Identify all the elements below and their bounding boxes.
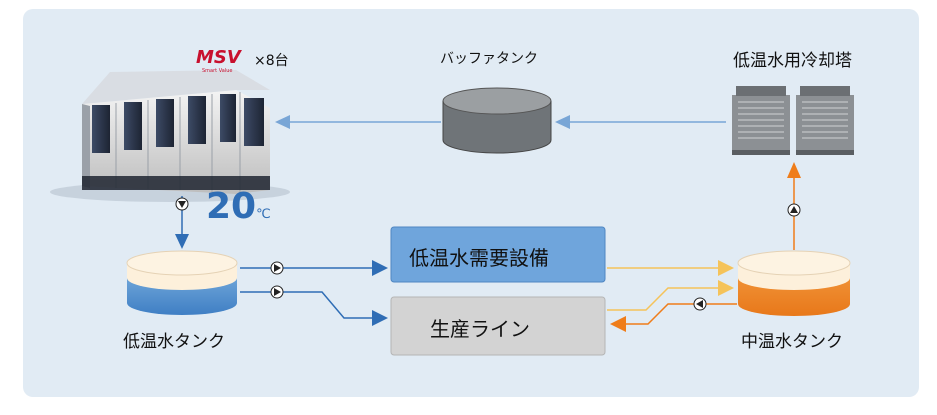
svg-text:Smart Value: Smart Value	[202, 68, 232, 74]
chiller-count-label: ×8台	[254, 53, 289, 69]
pump-icon	[270, 261, 284, 275]
flow-arrow-demand-to-mid-tank	[607, 260, 734, 276]
svg-text:MSV: MSV	[196, 47, 243, 68]
temperature-value: 20	[206, 186, 257, 227]
mid-temp-tank-label: 中温水タンク	[741, 332, 843, 352]
cooling-tower-image	[732, 86, 854, 155]
pump-icon	[787, 203, 801, 217]
demand-equipment-label: 低温水需要設備	[409, 246, 549, 270]
outlet-temperature: 20℃	[206, 186, 271, 227]
pump-icon	[693, 297, 707, 311]
buffer-tank-label: バッファタンク	[440, 51, 538, 67]
flow-arrow-buffer-to-chiller	[275, 115, 441, 129]
mid-temp-tank-shape	[737, 250, 851, 316]
temperature-unit: ℃	[256, 207, 271, 222]
pump-icon	[270, 285, 284, 299]
production-line-label: 生産ライン	[430, 317, 530, 341]
production-line-box	[390, 296, 606, 356]
flow-arrow-low-tank-to-demand	[240, 260, 388, 276]
flow-arrow-low-tank-to-production	[240, 291, 388, 326]
buffer-tank-shape	[442, 87, 552, 154]
pump-icon	[175, 197, 189, 211]
chiller-unit-image	[50, 70, 290, 202]
msv-logo: MSV Smart Value	[196, 47, 243, 74]
low-temp-tank-label: 低温水タンク	[123, 332, 225, 352]
flow-arrow-mid-tank-to-production	[610, 303, 737, 332]
demand-equipment-box	[390, 226, 606, 283]
cooling-tower-label: 低温水用冷却塔	[733, 51, 852, 71]
flow-arrow-tower-to-buffer	[555, 115, 726, 129]
low-temp-tank-shape	[126, 250, 238, 315]
flow-arrow-production-to-mid-tank	[607, 280, 734, 311]
